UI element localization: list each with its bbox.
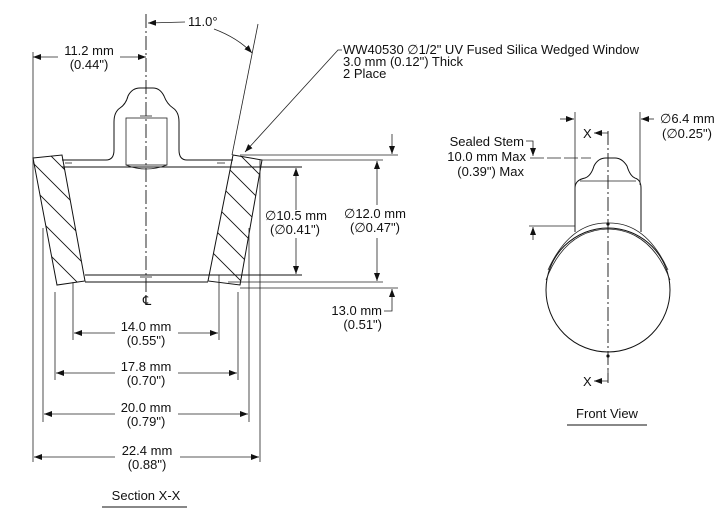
- centerline-symbol: ℄: [142, 293, 152, 308]
- callout-line-1: WW40530 ∅1/2" UV Fused Silica Wedged Win…: [343, 42, 640, 57]
- front-view-title: Front View: [576, 406, 639, 421]
- inner-diameter-dimension: ∅10.5 mm (∅0.41"): [265, 168, 327, 274]
- left-window: [32, 154, 86, 286]
- section-title: Section X-X: [112, 488, 181, 503]
- w1-in: (0.55"): [127, 333, 166, 348]
- front-view: X X ∅6.4 mm (∅0.25") Sealed Stem 10.0 mm…: [447, 111, 715, 426]
- offset-in: (0.44"): [70, 57, 109, 72]
- section-view: 11.0° 11.2 mm (0.44") WW40530 ∅1/2" UV F…: [32, 14, 640, 508]
- height-in: (0.51"): [343, 317, 382, 332]
- angle-label: 11.0°: [188, 14, 218, 29]
- w3-mm: 20.0 mm: [121, 400, 172, 415]
- height-dimension: 13.0 mm (0.51"): [331, 134, 395, 332]
- callout-line-3: 2 Place: [343, 66, 386, 81]
- width-17-8-dimension: 17.8 mm (0.70"): [56, 359, 237, 388]
- stem-label-3: (0.39") Max: [457, 164, 524, 179]
- angle-dimension: 11.0°: [147, 14, 259, 156]
- width-14-dimension: 14.0 mm (0.55"): [74, 319, 218, 348]
- outer-dia-mm: ∅12.0 mm: [344, 206, 406, 221]
- section-marker-bottom: X: [583, 370, 609, 389]
- marker-x-top: X: [583, 126, 592, 141]
- w4-in: (0.88"): [128, 457, 167, 472]
- stem-label-2: 10.0 mm Max: [447, 149, 526, 164]
- stem-dia-mm: ∅6.4 mm: [660, 111, 715, 126]
- stem-dia-in: (∅0.25"): [662, 126, 712, 141]
- w2-in: (0.70"): [127, 373, 166, 388]
- marker-x-bottom: X: [583, 374, 592, 389]
- section-marker-top: X: [583, 126, 609, 141]
- inner-dia-in: (∅0.41"): [270, 222, 320, 237]
- window-callout: WW40530 ∅1/2" UV Fused Silica Wedged Win…: [244, 42, 640, 153]
- outer-diameter-dimension: ∅12.0 mm (∅0.47"): [344, 161, 406, 281]
- w2-mm: 17.8 mm: [121, 359, 172, 374]
- inner-dia-mm: ∅10.5 mm: [265, 208, 327, 223]
- width-22-4-dimension: 22.4 mm (0.88"): [34, 443, 259, 472]
- stem-diameter-dimension: ∅6.4 mm (∅0.25"): [560, 111, 715, 232]
- housing-section: [62, 87, 302, 283]
- height-mm: 13.0 mm: [331, 303, 382, 318]
- offset-dimension: 11.2 mm (0.44"): [32, 43, 146, 462]
- sealed-stem-dimension: Sealed Stem 10.0 mm Max (0.39") Max: [447, 134, 591, 240]
- stem-label-1: Sealed Stem: [450, 134, 524, 149]
- w3-in: (0.79"): [127, 414, 166, 429]
- w1-mm: 14.0 mm: [121, 319, 172, 334]
- offset-mm: 11.2 mm: [64, 43, 114, 58]
- width-20-dimension: 20.0 mm (0.79"): [44, 400, 248, 429]
- w4-mm: 22.4 mm: [122, 443, 173, 458]
- outer-dia-in: (∅0.47"): [350, 220, 400, 235]
- callout-line-2: 3.0 mm (0.12") Thick: [343, 54, 463, 69]
